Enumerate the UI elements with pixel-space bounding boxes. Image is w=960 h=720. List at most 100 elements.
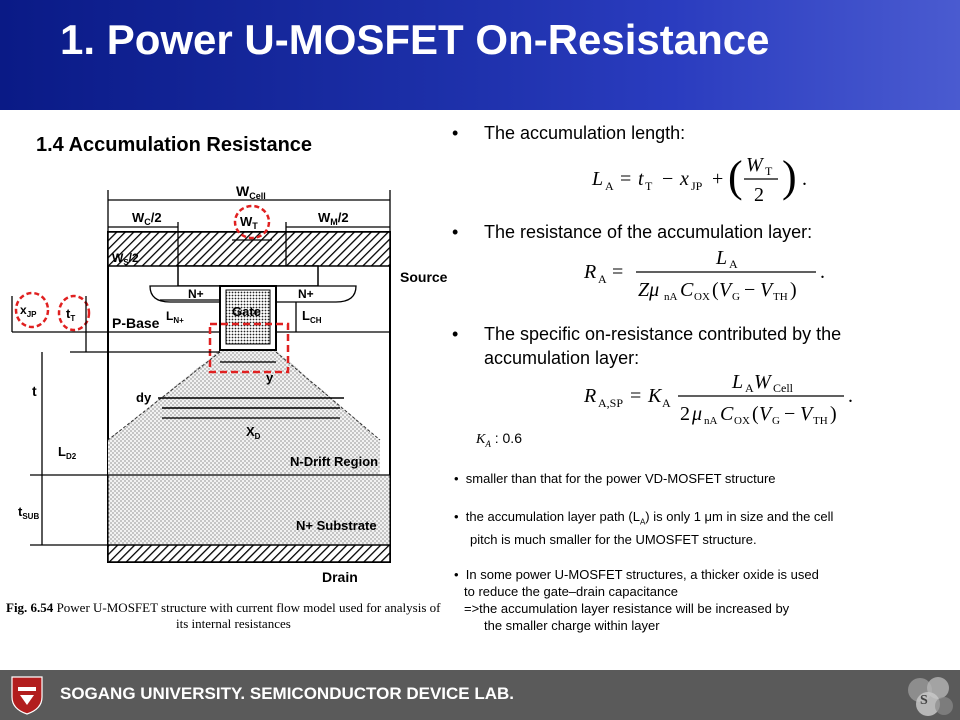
ka-value: KA : 0.6: [476, 430, 522, 449]
svg-text:(: (: [752, 403, 759, 425]
svg-text:Zμ: Zμ: [638, 279, 659, 301]
gate-label: Gate: [232, 304, 261, 319]
y-label: y: [266, 370, 274, 385]
gate-oxide-cap: [177, 265, 319, 287]
tsub-label: tSUB: [18, 504, 39, 521]
lab-logo-icon: S: [908, 677, 953, 716]
section-subtitle: 1.4 Accumulation Resistance: [36, 134, 313, 156]
svg-text:+: +: [712, 168, 723, 190]
svg-text:.: .: [820, 261, 825, 283]
wm2-label: WM/2: [318, 210, 349, 227]
u-mosfet-cross-section-diagram: WCell WC/2 WT WM/2 WS/2 Source N+ N+ Gat…: [11, 183, 448, 585]
bullet-symbol: •: [452, 123, 459, 143]
svg-text:=: =: [620, 168, 631, 190]
svg-text:(: (: [712, 279, 719, 301]
footer-lab-name: SOGANG UNIVERSITY. SEMICONDUCTOR DEVICE …: [60, 684, 515, 703]
n-substrate-label: N+ Substrate: [296, 518, 377, 533]
n-plus-left-region: [149, 285, 221, 303]
p-base-label: P-Base: [112, 315, 160, 331]
svg-text:R: R: [583, 385, 596, 407]
note-thicker-oxide: • In some power U-MOSFET structures, a t…: [454, 567, 819, 633]
svg-text:JP: JP: [691, 179, 703, 193]
bullet-text: The specific on-resistance contributed b…: [484, 324, 842, 344]
svg-text:V: V: [719, 279, 734, 301]
svg-text:.: .: [848, 385, 853, 407]
svg-text:V: V: [759, 403, 774, 425]
svg-text:=: =: [612, 261, 623, 283]
xjp-highlight-circle: [14, 291, 50, 329]
svg-text:nA: nA: [664, 291, 678, 303]
svg-text:Cell: Cell: [773, 381, 794, 395]
ln-label: LN+: [166, 309, 184, 325]
svg-text:A: A: [662, 396, 671, 410]
ld2-label: LD2: [58, 444, 77, 461]
n-plus-right-region: [275, 285, 357, 303]
bullet-symbol: •: [454, 567, 459, 582]
lch-label: LCH: [302, 308, 322, 325]
svg-text:T: T: [645, 179, 653, 193]
title-bar: 1. Power U-MOSFET On-Resistance: [0, 0, 960, 110]
svg-text:μ: μ: [691, 403, 702, 425]
svg-text:W: W: [746, 154, 765, 176]
svg-text:TH: TH: [813, 415, 828, 427]
drain-label: Drain: [322, 569, 358, 585]
svg-text:A: A: [745, 381, 754, 395]
svg-text:.: .: [802, 168, 807, 190]
svg-text:=: =: [630, 385, 641, 407]
svg-text:S: S: [920, 693, 928, 708]
n-drift-label: N-Drift Region: [290, 454, 378, 469]
n-plus-left-label: N+: [188, 287, 204, 301]
svg-text:V: V: [800, 403, 815, 425]
svg-text:W: W: [754, 372, 773, 393]
svg-text:G: G: [732, 291, 740, 303]
t-label: t: [32, 383, 37, 399]
svg-text:−: −: [784, 403, 795, 425]
svg-text:C: C: [720, 403, 734, 425]
dy-label: dy: [136, 390, 152, 405]
wt-label: WT: [240, 214, 258, 231]
svg-text:L: L: [731, 372, 743, 393]
svg-text:OX: OX: [694, 291, 710, 303]
bullet-symbol: •: [454, 509, 459, 524]
bullet-text: The accumulation length:: [484, 123, 686, 143]
figure-caption-text-2: its internal resistances: [176, 616, 291, 631]
note-vd-mosfet: • smaller than that for the power VD-MOS…: [454, 471, 776, 486]
wt-highlight-circle: [233, 204, 271, 240]
svg-text:t: t: [638, 168, 644, 190]
drain-metal: [107, 544, 391, 563]
figure-caption-text: Power U-MOSFET structure with current fl…: [53, 600, 441, 615]
tt-highlight-circle: [57, 294, 91, 332]
figure-caption: Fig. 6.54 Power U-MOSFET structure with …: [6, 600, 460, 632]
n-plus-right-label: N+: [298, 287, 314, 301]
svg-text:): ): [830, 403, 837, 425]
svg-text:x: x: [679, 168, 689, 190]
svg-text:C: C: [680, 279, 694, 301]
svg-text:V: V: [760, 279, 775, 301]
source-label: Source: [400, 269, 448, 285]
svg-text:G: G: [772, 415, 780, 427]
svg-text:(: (: [728, 152, 743, 201]
svg-text:OX: OX: [734, 415, 750, 427]
current-spreading-region: [108, 350, 380, 475]
tt-label: tT: [66, 306, 75, 323]
svg-text:−: −: [744, 279, 755, 301]
svg-text:T: T: [765, 164, 773, 178]
figure-number: Fig. 6.54: [6, 600, 54, 615]
svg-text:): ): [782, 152, 797, 201]
gate-electrode: [225, 289, 271, 345]
svg-text:2: 2: [754, 184, 764, 206]
svg-text:R: R: [583, 261, 596, 283]
svg-text:A,SP: A,SP: [598, 396, 623, 410]
n-plus-substrate: [107, 474, 391, 546]
svg-text:2: 2: [680, 403, 690, 425]
footer-bar: SOGANG UNIVERSITY. SEMICONDUCTOR DEVICE …: [0, 670, 960, 720]
svg-text:TH: TH: [773, 291, 788, 303]
spreading-edge-left: [107, 351, 221, 441]
bullet-symbol: •: [454, 471, 459, 486]
bullet-symbol: •: [452, 324, 459, 344]
note-accumulation-path: • the accumulation layer path (LA) is on…: [454, 509, 834, 547]
xd-label: XD: [246, 424, 261, 441]
